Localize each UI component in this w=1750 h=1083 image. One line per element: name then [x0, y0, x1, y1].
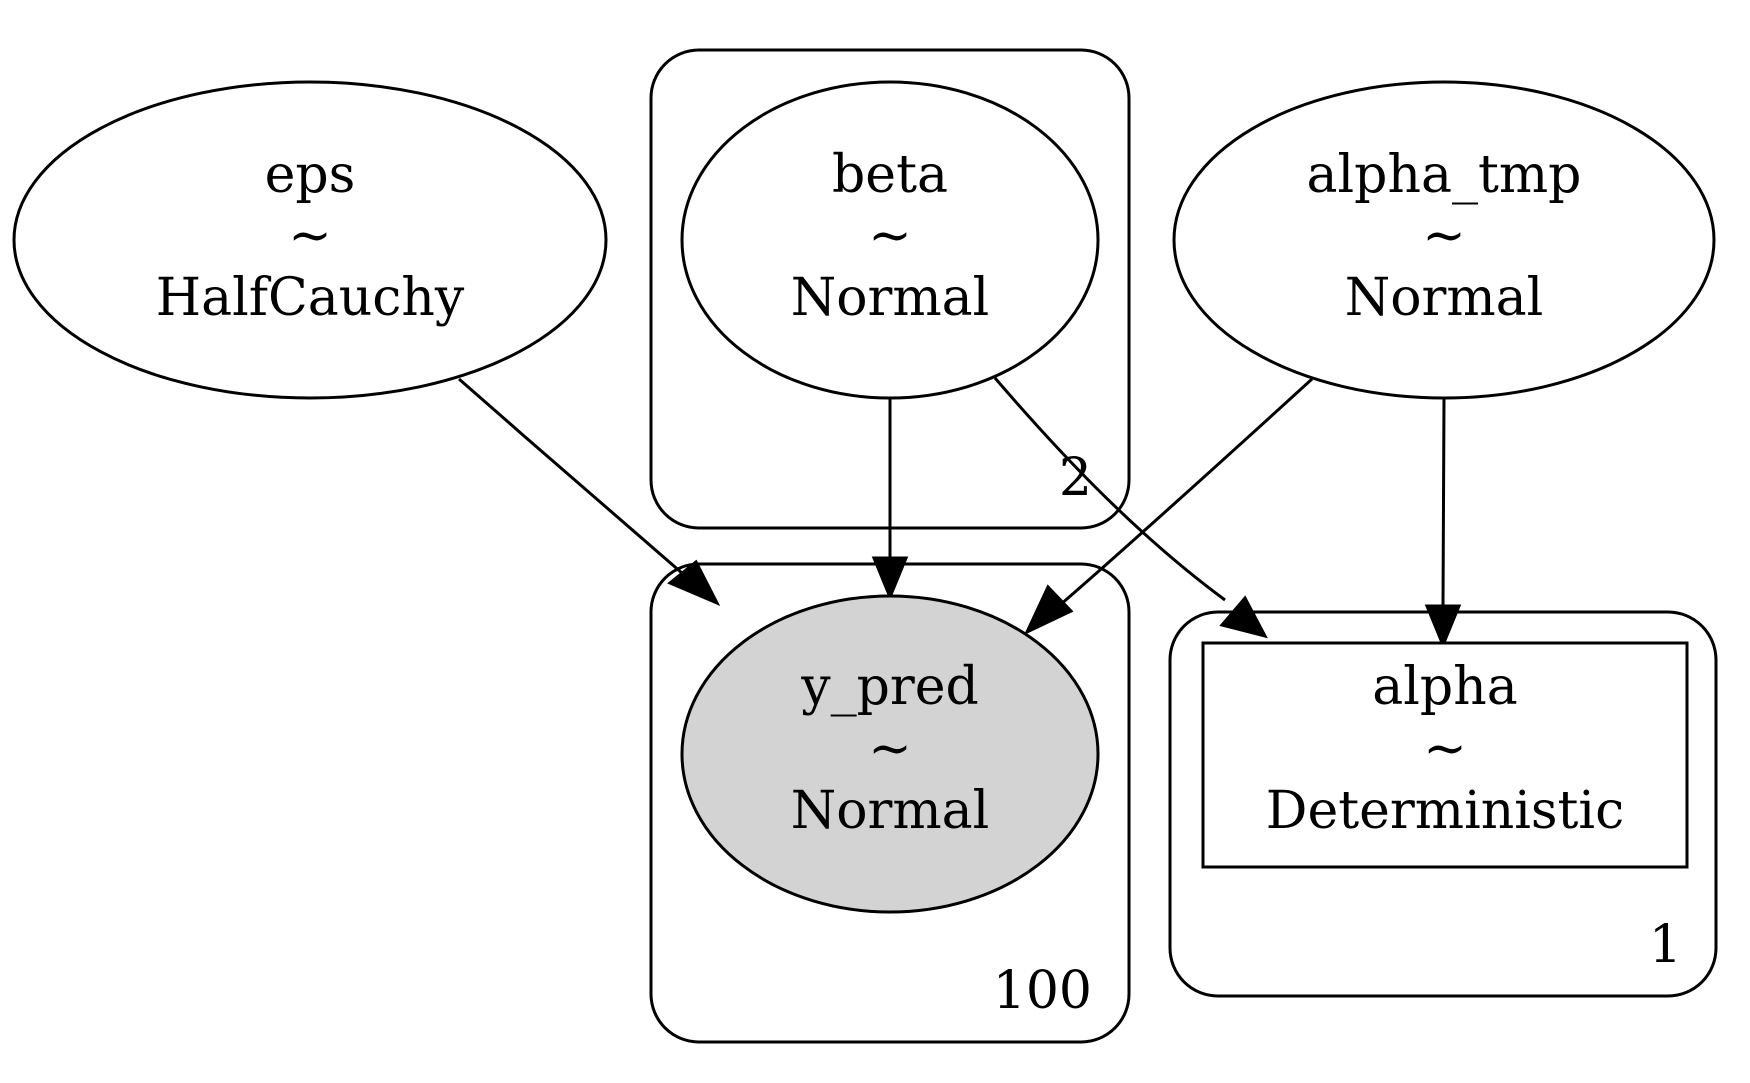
node-alpha_tmp-shape — [1172, 80, 1716, 400]
edge-alpha_tmp-to-alpha — [1424, 397, 1462, 649]
node-alpha_tmp: alpha_tmp ~ Normal — [1172, 80, 1716, 400]
node-alpha-tilde: ~ — [1423, 719, 1467, 779]
node-alpha-dist: Deterministic — [1266, 781, 1624, 841]
node-eps: eps ~ HalfCauchy — [12, 80, 608, 400]
node-alpha_tmp-dist: Normal — [1345, 268, 1544, 328]
node-beta-name: beta — [832, 145, 948, 205]
node-eps-name: eps — [265, 145, 356, 205]
node-eps-shape — [12, 80, 608, 400]
node-beta-dist: Normal — [791, 268, 990, 328]
node-alpha: alpha ~ Deterministic — [1201, 641, 1689, 869]
edge-beta-to-y_pred — [871, 398, 909, 601]
node-alpha-name: alpha — [1372, 657, 1517, 717]
node-alpha-shape — [1201, 641, 1689, 869]
node-beta-shape — [680, 80, 1100, 400]
edge-beta-to-alpha — [993, 377, 1268, 639]
node-alpha_tmp-tilde: ~ — [1422, 206, 1466, 266]
node-y_pred: y_pred ~ Normal — [680, 594, 1100, 914]
node-alpha_tmp-name: alpha_tmp — [1307, 145, 1582, 205]
node-eps-tilde: ~ — [288, 206, 332, 266]
edge-eps-to-y_pred — [458, 377, 721, 607]
node-y_pred-shape — [680, 594, 1100, 914]
node-beta: beta ~ Normal — [680, 80, 1100, 400]
edge-alpha_tmp-to-y_pred — [1023, 377, 1314, 636]
node-y_pred-name: y_pred — [800, 657, 979, 717]
plate-1-label: 1 — [1649, 915, 1682, 975]
node-beta-tilde: ~ — [868, 206, 912, 266]
node-y_pred-dist: Normal — [791, 781, 990, 841]
node-y_pred-tilde: ~ — [868, 719, 912, 779]
node-eps-dist: HalfCauchy — [156, 268, 465, 328]
plate-100-label: 100 — [993, 961, 1092, 1021]
